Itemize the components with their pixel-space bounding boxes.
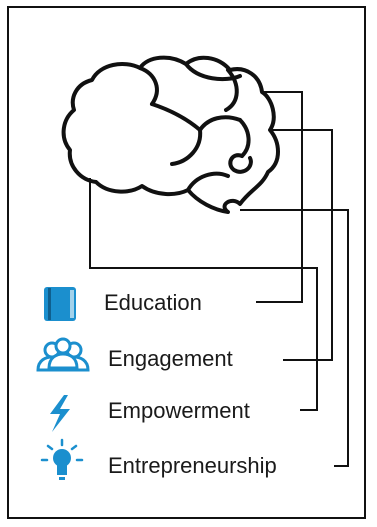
diagram-frame: [7, 6, 366, 519]
label-entrepreneurship: Entrepreneurship: [108, 453, 277, 478]
lightning-icon: [50, 395, 70, 432]
label-engagement: Engagement: [108, 346, 233, 371]
lightbulb-icon: [40, 438, 84, 480]
book-icon: [44, 287, 76, 321]
label-empowerment: Empowerment: [108, 398, 250, 423]
label-education: Education: [104, 290, 202, 315]
people-icon: [36, 337, 90, 372]
brain-icon: [61, 55, 280, 214]
connector-lines: [89, 91, 349, 467]
